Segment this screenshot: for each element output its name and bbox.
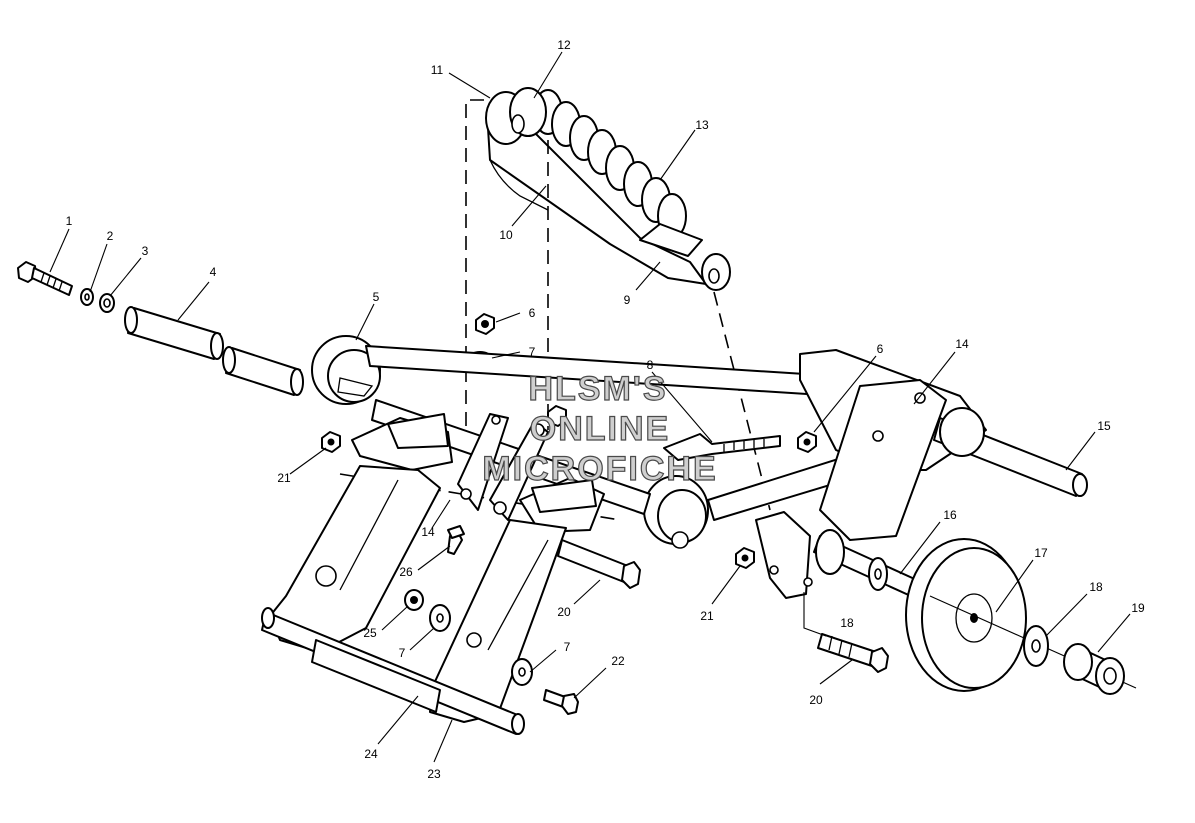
watermark-line-2: ONLINE: [530, 410, 670, 448]
callout-13: 13: [695, 118, 709, 132]
shock-bottom-eyelet: [701, 253, 731, 291]
callout-5: 5: [373, 290, 380, 304]
washer-part-7-lower-left: [429, 604, 451, 632]
callout-16: 16: [943, 508, 957, 522]
washer-part-18: [1023, 625, 1049, 667]
callout-24: 24: [364, 747, 378, 761]
callout-14-right: 14: [955, 337, 969, 351]
screw-part-22: [543, 689, 579, 715]
washer-part-2: [80, 288, 94, 306]
nut-part-6-right: [797, 431, 817, 453]
callout-14-center: 14: [421, 525, 435, 539]
callout-18-right: 18: [1089, 580, 1103, 594]
front-tube-mount-part-5: [311, 335, 381, 405]
callout-21-right: 21: [700, 609, 714, 623]
callout-9: 9: [624, 293, 631, 307]
callout-19: 19: [1131, 601, 1145, 615]
callout-8: 8: [647, 358, 654, 372]
washer-part-3: [99, 293, 115, 313]
callout-7-lower-left: 7: [399, 646, 406, 660]
callout-labels: 1 2 3 4 5 6 6 7 7 7 8 9 10 11 12 13 14 1…: [66, 38, 1145, 781]
callout-23: 23: [427, 767, 441, 781]
callout-10: 10: [499, 228, 513, 242]
callout-6-right: 6: [877, 342, 884, 356]
callout-11: 11: [431, 63, 444, 77]
bolt-part-20-bottom: [817, 633, 889, 673]
watermark-line-3: MICROFICHE: [482, 450, 717, 488]
watermark: HLSM'S ONLINE MICROFICHE: [482, 369, 717, 488]
callout-7-top: 7: [529, 345, 536, 359]
screw-part-26: [447, 525, 465, 555]
idler-bracket: [755, 511, 813, 599]
spacer-part-18-upper: [868, 557, 888, 591]
callout-21-left: 21: [277, 471, 291, 485]
callout-15: 15: [1097, 419, 1111, 433]
bolt-part-20-center: [557, 539, 641, 589]
callout-20-center: 20: [557, 605, 571, 619]
callout-1: 1: [66, 214, 73, 228]
bushing-part-19: [1063, 643, 1125, 695]
callout-4: 4: [210, 265, 217, 279]
callout-6-top: 6: [529, 306, 536, 320]
left-mount-bracket: [351, 413, 453, 471]
link-plate-left: [457, 413, 509, 511]
main-frame-assembly: [311, 335, 1088, 549]
adjuster-bolt-part-8: [663, 433, 781, 461]
callout-17: 17: [1034, 546, 1048, 560]
hex-bolt-part-1: [17, 261, 73, 296]
spacer-tube-part-4b: [222, 346, 304, 396]
callout-2: 2: [107, 229, 114, 243]
link-plate-right: [489, 405, 567, 521]
callout-leaders: [49, 51, 1131, 763]
assembly-line-shock-top: [465, 99, 484, 430]
washer-part-7-lower-right: [511, 658, 533, 686]
rear-tube-mount: [643, 475, 709, 549]
shock-top-eyelet-part-11: [485, 87, 547, 145]
callout-26: 26: [399, 565, 413, 579]
callout-20-bottom: 20: [809, 693, 823, 707]
callout-22: 22: [611, 654, 625, 668]
shock-spring-part-13: [533, 89, 687, 239]
idler-wheel-part-17: [905, 538, 1027, 692]
spacer-tube-part-4a: [124, 306, 224, 360]
lower-cross-shaft: [261, 607, 525, 735]
nut-part-6-top: [475, 313, 495, 335]
bolt-20-bracket-line: [803, 592, 827, 637]
callout-18-lower: 18: [840, 616, 854, 630]
watermark-line-1: HLSM'S: [528, 370, 667, 408]
shock-absorber: [485, 87, 731, 291]
callout-25: 25: [363, 626, 377, 640]
callout-3: 3: [142, 244, 149, 258]
nut-part-25: [404, 589, 424, 611]
nut-part-21-right: [735, 547, 755, 569]
nut-part-21-left: [321, 431, 341, 453]
callout-7-lower-right: 7: [564, 640, 571, 654]
lower-arm-part-23: [429, 519, 567, 723]
rear-axle-part-15: [933, 407, 1088, 497]
callout-12: 12: [557, 38, 571, 52]
assembly-line-shock-bottom: [713, 291, 771, 511]
